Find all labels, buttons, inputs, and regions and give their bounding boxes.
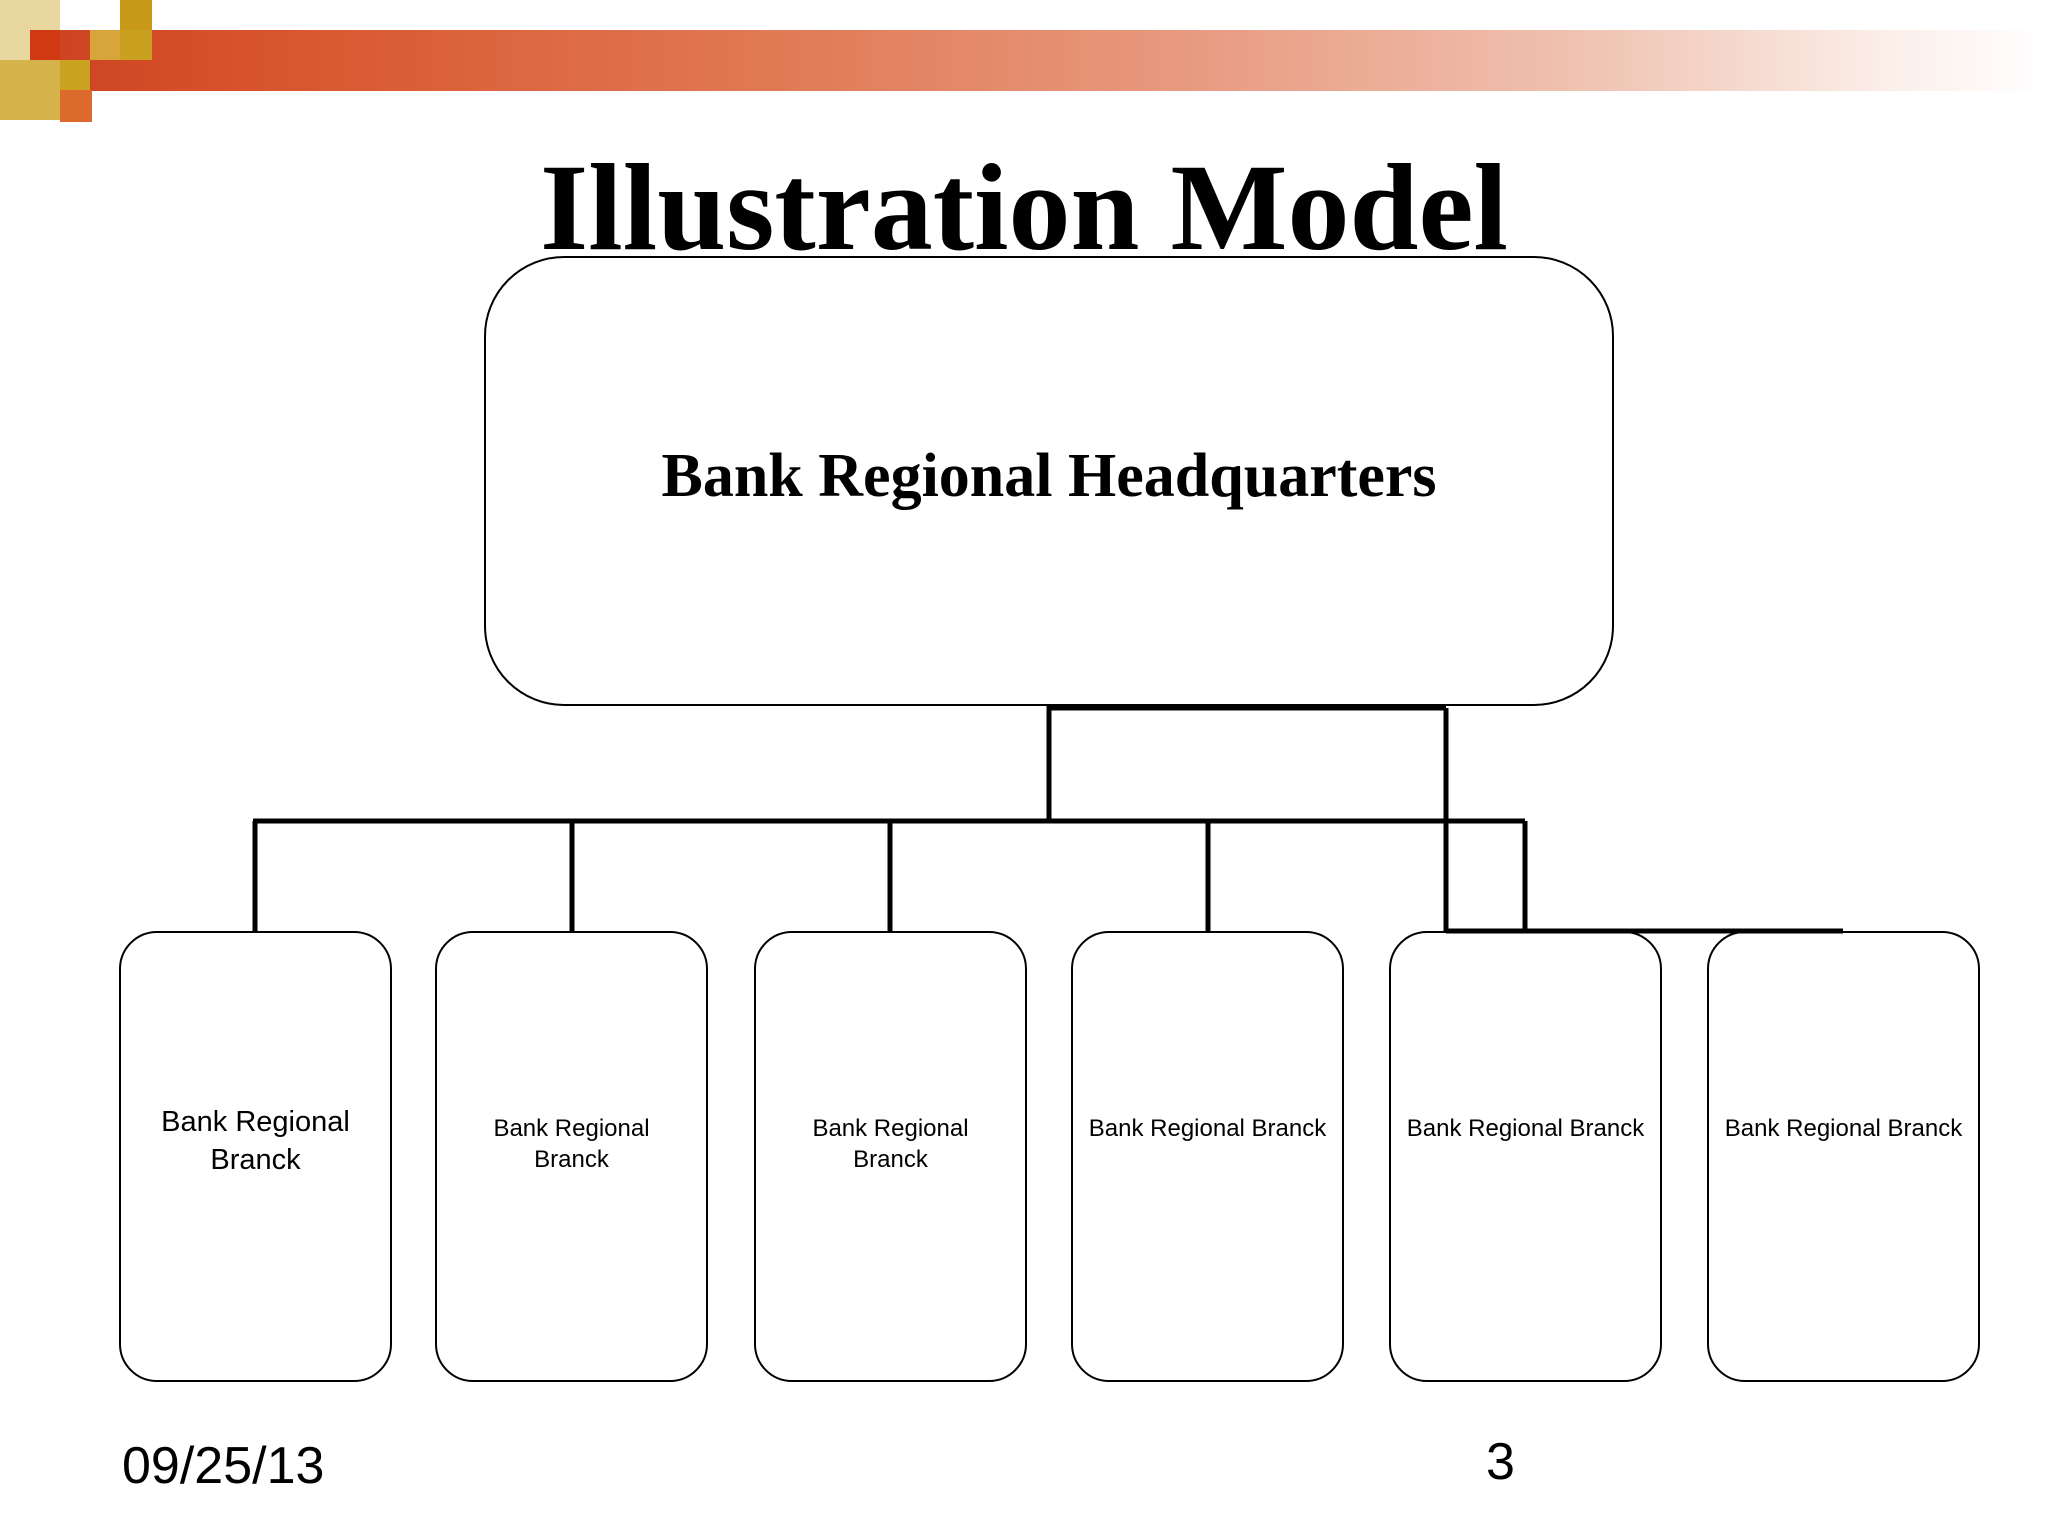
deco-square [30, 30, 60, 60]
branch-label: Bank Regional Branck [493, 1115, 650, 1173]
footer-date: 09/25/13 [122, 1437, 325, 1495]
deco-square [120, 0, 152, 30]
branch-label: Bank Regional Branck [1724, 1115, 1963, 1142]
branch-node: Bank Regional Branck [119, 931, 392, 1382]
branch-node: Bank Regional Branck [435, 931, 708, 1382]
headquarters-node: Bank Regional Headquarters [484, 256, 1614, 706]
header-gradient-band [0, 30, 2048, 91]
branch-node: Bank Regional Branck [1071, 931, 1344, 1382]
branch-label: Bank Regional Branck [1406, 1115, 1645, 1142]
branch-node: Bank Regional Branck [1389, 931, 1662, 1382]
page-number: 3 [1486, 1433, 1515, 1491]
headquarters-label: Bank Regional Headquarters [661, 441, 1437, 510]
branch-node: Bank Regional Branck [754, 931, 1027, 1382]
corner-decoration [0, 0, 160, 125]
deco-square [90, 30, 120, 60]
deco-square [60, 90, 92, 122]
branch-label: Bank Regional Branck [1088, 1115, 1327, 1142]
deco-square [120, 30, 152, 60]
branch-label: Bank Regional Branck [161, 1106, 350, 1176]
slide-title: Illustration Model [540, 139, 1508, 276]
branch-label: Bank Regional Branck [812, 1115, 969, 1173]
branch-node: Bank Regional Branck [1707, 931, 1980, 1382]
deco-square [0, 60, 60, 120]
